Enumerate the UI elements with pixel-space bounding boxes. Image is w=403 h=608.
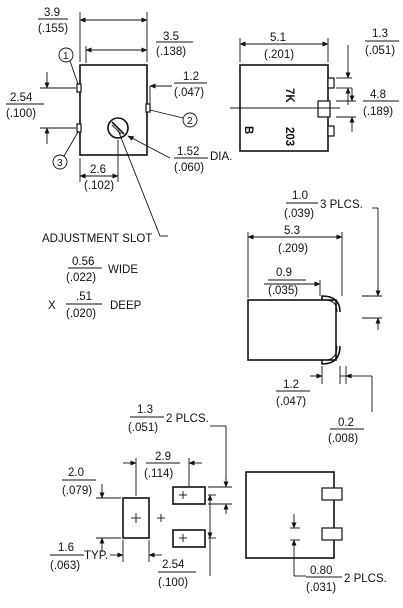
dim-1.0-inch: (.039)	[284, 208, 314, 220]
adjustment-slot-title: ADJUSTMENT SLOT	[42, 233, 152, 245]
dim-2.54-mm: 2.54	[10, 92, 33, 104]
top-right-pin-upper	[327, 77, 335, 89]
bottom-body	[245, 471, 335, 559]
top-right-pin-lower	[327, 125, 335, 137]
dim-3.5-mm: 3.5	[163, 31, 179, 43]
dim-5.3-mm: 5.3	[284, 225, 300, 237]
dim-3.5-inch: (.138)	[156, 46, 186, 58]
dim-4.8-inch: (.189)	[363, 106, 393, 118]
top-right-view: 7K B 203 5.1 (.201) 1.3 (.051) 4.8 (.189…	[230, 28, 399, 152]
rotor-slot	[111, 121, 125, 135]
dim-5.3-inch: (.209)	[278, 243, 308, 255]
dim-2.0-mm: 2.0	[68, 467, 84, 479]
dim-1.6-suffix: TYP.	[84, 550, 108, 562]
terminal-2	[145, 103, 151, 113]
dim-1.3-mm: 1.3	[372, 28, 388, 40]
marking-logo: B	[242, 126, 254, 134]
rotor-circle	[107, 117, 129, 139]
dim-2.9-inch: (.114)	[144, 468, 173, 480]
dim-0.80-suffix: 2 PLCS.	[344, 573, 387, 585]
dim-1.2-mm: 1.2	[183, 71, 199, 83]
dim-2.0-inch: (.079)	[62, 485, 92, 497]
dim-1.52-suffix: DIA.	[210, 151, 232, 163]
bottom-view: 0.80 (.031) 2 PLCS.	[245, 471, 387, 594]
slot-deep-mm: .51	[76, 291, 92, 303]
dim-4.8-mm: 4.8	[370, 89, 386, 101]
top-left-body	[79, 64, 148, 156]
top-left-view: 3.9 (.155) 3.5 (.138) 1.2 (.047) 2.54 (.…	[6, 7, 232, 237]
dim-2.6-mm: 2.6	[90, 164, 106, 176]
pin-label-3: 3	[57, 158, 63, 169]
dim-5.1-inch: (.201)	[264, 49, 294, 61]
dim-0.80-inch: (.031)	[306, 582, 336, 594]
dim-3.9-inch: (.155)	[38, 23, 68, 35]
slot-deep-prefix: X	[48, 300, 56, 312]
footprint-view: 1.3 (.051) 2 PLCS. 2.9 (.114) 2.0 (.079)…	[50, 404, 232, 589]
bottom-pin-upper	[321, 487, 343, 501]
dim-2.54-fp-mm: 2.54	[162, 559, 185, 571]
dim-0.80-mm: 0.80	[310, 565, 332, 577]
adjustment-slot: ADJUSTMENT SLOT 0.56 (.022) WIDE X .51 (…	[42, 233, 152, 320]
dim-1.3-inch: (.051)	[365, 45, 395, 57]
pin-label-1: 1	[63, 51, 69, 62]
dim-1.2-side-inch: (.047)	[276, 396, 306, 408]
dim-1.2-inch: (.047)	[174, 87, 204, 99]
side-body	[247, 299, 337, 361]
dim-0.9-mm: 0.9	[276, 267, 292, 279]
dim-1.3-fp-suffix: 2 PLCS.	[166, 413, 209, 425]
dim-1.52-mm: 1.52	[177, 146, 199, 158]
dim-0.2-mm: 0.2	[338, 417, 354, 429]
dim-1.3-fp-inch: (.051)	[128, 422, 158, 434]
dim-1.52-inch: (.060)	[174, 162, 204, 174]
dim-2.54-inch: (.100)	[6, 108, 36, 120]
dim-1.2-side-mm: 1.2	[283, 379, 299, 391]
footprint-pad-top	[172, 486, 206, 505]
dim-2.54-fp-inch: (.100)	[158, 577, 188, 589]
side-lead-top	[321, 295, 341, 313]
dim-0.9-inch: (.035)	[268, 285, 298, 297]
dim-3.9-mm: 3.9	[44, 7, 60, 19]
dim-0.2-inch: (.008)	[328, 433, 358, 445]
slot-wide-mm: 0.56	[72, 256, 94, 268]
terminal-1	[76, 83, 82, 93]
pin-label-2: 2	[187, 116, 193, 127]
slot-wide-inch: (.022)	[66, 272, 96, 284]
side-lead-bottom	[321, 345, 341, 365]
dim-1.0-mm: 1.0	[292, 190, 308, 202]
dim-1.6-mm: 1.6	[58, 542, 74, 554]
slot-deep-label: DEEP	[110, 300, 142, 312]
slot-wide-label: WIDE	[108, 264, 138, 276]
top-right-pin-mid	[317, 100, 331, 118]
bottom-pin-lower	[321, 527, 343, 541]
dim-1.3-fp-mm: 1.3	[137, 404, 153, 416]
side-view: 1.0 (.039) 3 PLCS. 5.3 (.209) 0.9 (.035)…	[247, 190, 382, 445]
marking-code: 203	[283, 127, 295, 146]
dim-2.6-inch: (.102)	[84, 180, 114, 192]
dim-1.0-suffix: 3 PLCS.	[320, 199, 363, 211]
marking-top: 7K	[283, 88, 295, 103]
dim-5.1-mm: 5.1	[270, 32, 286, 44]
terminal-3	[76, 123, 82, 133]
dim-1.6-inch: (.063)	[50, 560, 80, 572]
dim-2.9-mm: 2.9	[155, 451, 171, 463]
footprint-pad-left	[122, 497, 150, 539]
slot-deep-inch: (.020)	[66, 308, 96, 320]
footprint-pad-bottom	[172, 529, 206, 548]
